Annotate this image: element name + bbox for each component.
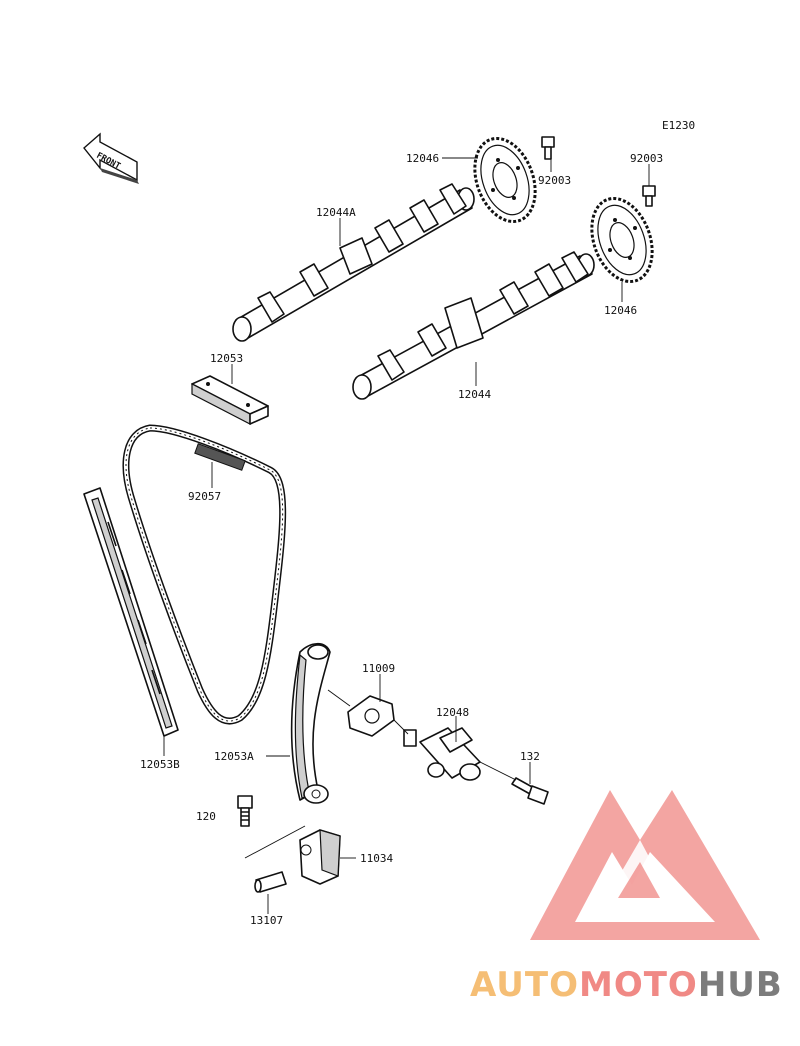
svg-text:AUTOMOTOHUB: AUTOMOTOHUB — [470, 965, 783, 1005]
label-sprocket-right: 12046 — [604, 304, 637, 317]
sprocket-left — [473, 136, 537, 224]
camshaft-exhaust — [232, 183, 475, 342]
label-guide-left: 12053A — [214, 750, 254, 763]
pin — [254, 871, 287, 893]
gasket — [347, 695, 395, 737]
chain-guide-right — [83, 487, 179, 737]
label-camshaft-intake: 12044 — [458, 388, 491, 401]
logo-hub: HUB — [698, 965, 783, 1005]
label-bolt-right: 92003 — [630, 152, 663, 165]
bolt-left — [541, 136, 555, 160]
label-camshaft-exhaust: 12044A — [316, 206, 356, 219]
label-chain: 92057 — [188, 490, 221, 503]
chain-guide-top — [191, 375, 269, 425]
sprocket-right — [590, 196, 654, 284]
label-guide-top: 12053 — [210, 352, 243, 365]
front-arrow-icon: FRONT — [83, 132, 139, 184]
chain-guide-left — [290, 642, 331, 804]
label-tensioner: 12048 — [436, 706, 469, 719]
logo-moto: MOTO — [579, 965, 698, 1005]
bracket — [299, 829, 341, 885]
diagram-code: E1230 — [662, 119, 695, 132]
label-gasket: 11009 — [362, 662, 395, 675]
bolt-120 — [237, 795, 253, 827]
label-sprocket-left: 12046 — [406, 152, 439, 165]
label-guide-right: 12053B — [140, 758, 180, 771]
label-bolt-left: 92003 — [538, 174, 571, 187]
bolt-tensioner — [511, 777, 549, 805]
automotohub-logo: AUTOMOTOHUB — [470, 790, 783, 1005]
leader-lines — [163, 150, 650, 914]
label-bracket: 11034 — [360, 852, 393, 865]
camshaft-intake — [352, 251, 595, 400]
label-pin: 13107 — [250, 914, 283, 927]
label-bolt-120: 120 — [196, 810, 216, 823]
label-bolt-tensioner: 132 — [520, 750, 540, 763]
tensioner — [403, 727, 481, 781]
timing-chain — [122, 424, 287, 725]
logo-auto: AUTO — [470, 965, 579, 1005]
bolt-right — [642, 185, 656, 207]
